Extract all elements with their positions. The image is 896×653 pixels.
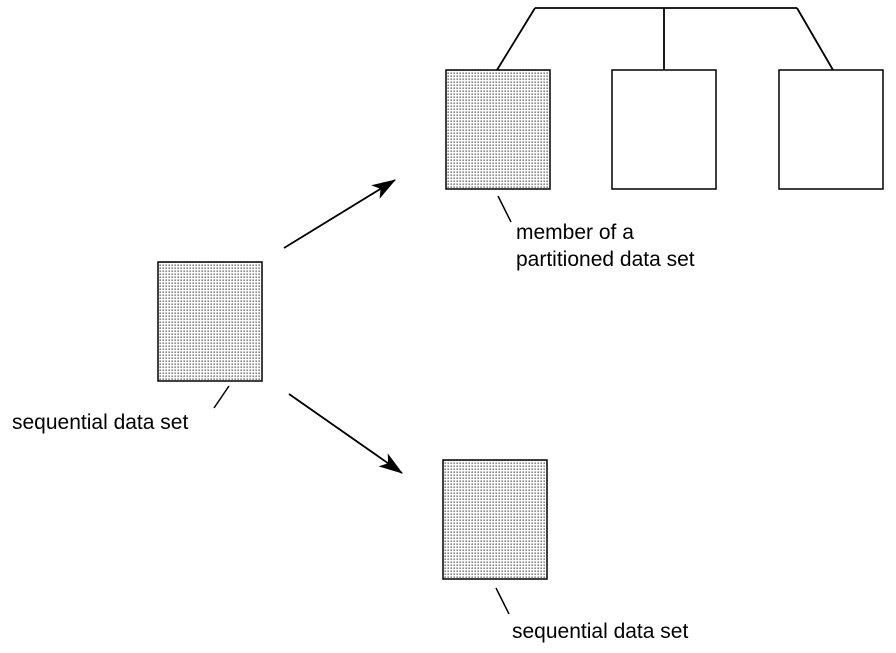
tree-branch-left	[496, 7, 536, 71]
member-label-line2: partitioned data set	[516, 248, 695, 271]
leader-line-target	[495, 587, 510, 615]
pds-member-blank-right	[778, 69, 884, 190]
tree-branch-right	[796, 7, 834, 71]
leader-line-source	[213, 385, 230, 409]
target-sequential-data-set	[442, 459, 548, 580]
arrow-to-pds-member	[283, 179, 396, 249]
arrow-to-sequential-data-set	[288, 393, 403, 474]
target-label: sequential data set	[512, 620, 688, 643]
source-sequential-data-set	[157, 261, 263, 382]
pds-member-blank-middle	[611, 69, 717, 190]
leader-line-member	[497, 195, 512, 223]
pds-tree-connector	[496, 7, 834, 71]
pds-member-shaded	[445, 69, 551, 190]
source-label: sequential data set	[12, 411, 188, 434]
member-label-line1: member of a	[516, 221, 634, 244]
